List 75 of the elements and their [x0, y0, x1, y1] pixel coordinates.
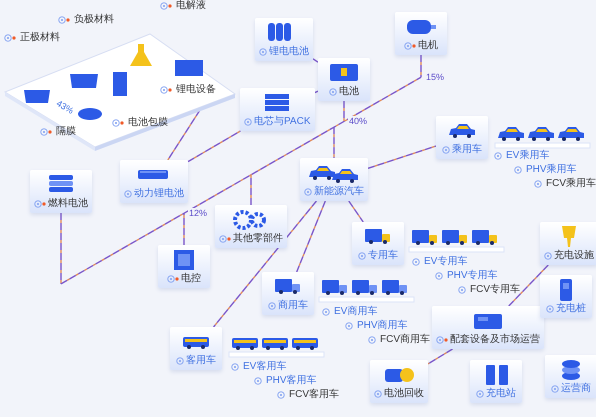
category-label: 负极材料 — [74, 14, 114, 26]
pedestal-card — [436, 116, 488, 159]
node-label: 运营商 — [561, 383, 591, 395]
connector-line — [312, 58, 318, 63]
node-label: 其他零部件 — [233, 233, 283, 245]
category-label: 锂电设备 — [176, 84, 216, 96]
node-label: 电控 — [181, 273, 201, 285]
connector-line — [296, 200, 326, 272]
pedestal-card — [545, 355, 596, 398]
connector-line — [188, 130, 241, 162]
connector-line — [420, 55, 422, 78]
pedestal-card — [30, 170, 92, 213]
pedestal-card — [262, 272, 314, 315]
connector-line — [343, 101, 345, 122]
connector-line — [508, 264, 549, 306]
pedestal-card — [540, 275, 592, 318]
category-label: FCV专用车 — [470, 284, 520, 296]
category-label: FCV商用车 — [380, 334, 430, 346]
node-label: 充电设施 — [554, 250, 594, 262]
percent-label: 43% — [54, 98, 76, 116]
node-label: 动力锂电池 — [134, 188, 184, 200]
connector-line — [333, 127, 335, 158]
pedestal-card — [240, 88, 314, 131]
node-label: 乘用车 — [452, 144, 482, 156]
pedestal-card — [318, 58, 370, 101]
node-label: 电机 — [418, 40, 438, 52]
node-label: 配套设备及市场运营 — [450, 334, 540, 346]
category-label: EV专用车 — [424, 256, 468, 268]
node-label: 电芯与PACK — [254, 116, 310, 128]
connector-line — [368, 145, 436, 170]
pedestal-card — [170, 327, 222, 370]
category-label: PHV客用车 — [266, 375, 317, 387]
pedestal-card — [255, 18, 313, 61]
category-label: FCV乘用车 — [546, 178, 596, 190]
node-label: 燃料电池 — [48, 198, 88, 210]
edge-label: 15% — [425, 72, 446, 82]
connector-line — [314, 90, 318, 94]
pedestal-card — [158, 245, 210, 288]
connector-line — [60, 76, 422, 284]
pedestal-card — [540, 222, 596, 265]
category-label: PHV乘用车 — [526, 164, 577, 176]
category-label: 正极材料 — [20, 32, 60, 44]
pedestal-card — [432, 306, 544, 349]
connector-line — [183, 213, 185, 245]
pedestal-card — [120, 160, 188, 203]
node-label: 电池回收 — [384, 388, 424, 400]
category-label: PHV商用车 — [357, 320, 408, 332]
pedestal-card — [370, 360, 428, 403]
pedestal-card — [352, 222, 404, 265]
pedestal-card — [300, 158, 368, 201]
category-label: EV商用车 — [334, 306, 378, 318]
node-label: 新能源汽车 — [314, 186, 364, 198]
connector-line — [60, 213, 62, 284]
node-label: 客用车 — [186, 355, 216, 367]
pedestal-card — [395, 12, 447, 55]
category-label: 电池包膜 — [128, 117, 168, 129]
connector-line — [428, 348, 453, 364]
category-label: 隔膜 — [56, 126, 76, 138]
edge-label: 40% — [348, 116, 368, 126]
connector-line — [167, 110, 201, 160]
node-label: 电池 — [339, 86, 359, 98]
category-label: EV乘用车 — [506, 150, 550, 162]
node-label: 充电站 — [486, 388, 516, 400]
category-label: PHV专用车 — [447, 270, 498, 282]
pedestal-card — [470, 360, 522, 403]
node-label: 专用车 — [368, 250, 398, 262]
node-label: 商用车 — [278, 300, 308, 312]
node-label: 锂电电池 — [269, 46, 309, 58]
connector-line — [348, 200, 364, 222]
node-label: 充电桩 — [556, 303, 586, 315]
category-label: FCV客用车 — [289, 389, 339, 401]
pedestal-card — [215, 205, 287, 248]
edge-label: 12% — [188, 208, 208, 218]
category-label: EV客用车 — [243, 361, 286, 373]
connector-line — [213, 200, 317, 328]
